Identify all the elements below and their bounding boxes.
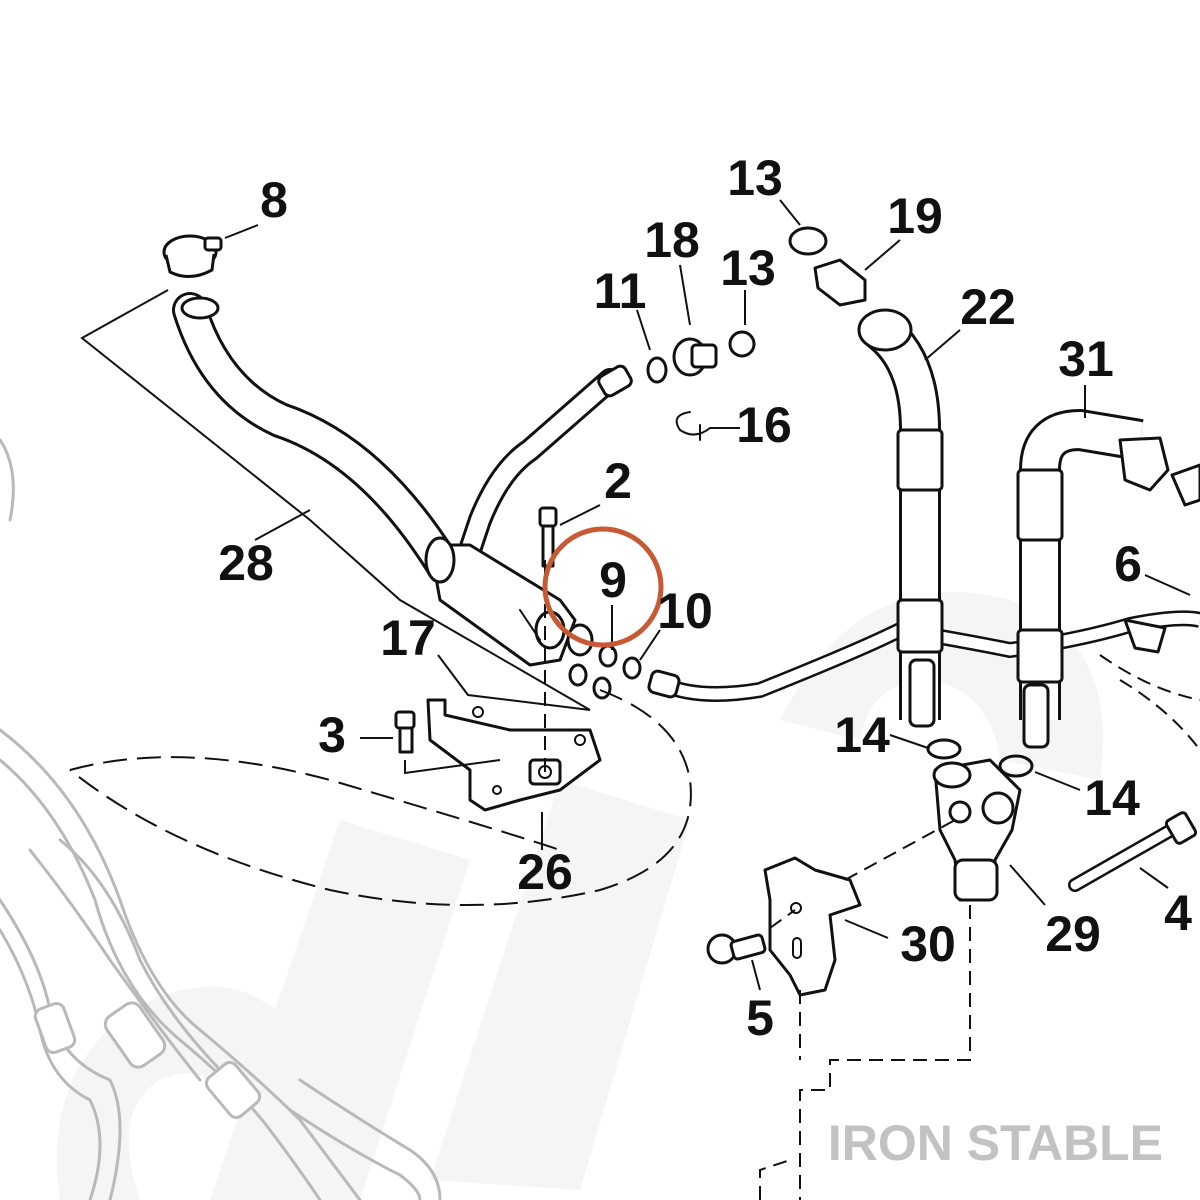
callout-17: 17 <box>380 610 436 666</box>
center-lines <box>544 560 971 1200</box>
callout-28: 28 <box>218 535 274 591</box>
clip-16 <box>675 411 711 441</box>
callout-labels: 8 13 19 18 13 11 22 31 16 2 28 9 10 6 17… <box>218 150 1192 1046</box>
hose-28 <box>172 292 538 628</box>
manifold-block <box>424 536 594 667</box>
callout-8: 8 <box>260 172 288 228</box>
bracket-26 <box>426 698 602 812</box>
callout-14-left: 14 <box>834 707 890 763</box>
bracket-30 <box>763 856 862 997</box>
callout-22: 22 <box>960 279 1016 335</box>
hose-22 <box>857 308 944 728</box>
bolt-3 <box>394 710 501 775</box>
callout-16: 16 <box>736 397 792 453</box>
assembly-dashed-outline <box>69 689 692 906</box>
block-29 <box>932 758 1022 902</box>
background-frame <box>0 438 442 1200</box>
hose-31 <box>1016 408 1200 749</box>
fitting-19 <box>788 226 867 307</box>
callout-11: 11 <box>594 263 647 319</box>
callout-31: 31 <box>1058 331 1114 387</box>
callout-18: 18 <box>644 212 700 268</box>
callout-6: 6 <box>1114 536 1142 592</box>
callout-4: 4 <box>1164 885 1192 941</box>
callout-5: 5 <box>746 990 774 1046</box>
callout-26: 26 <box>517 844 573 900</box>
o-ring-14-left <box>926 738 962 760</box>
bracket-6 <box>1099 618 1200 751</box>
highlight-circle <box>542 526 664 648</box>
callout-19: 19 <box>887 188 943 244</box>
callout-3: 3 <box>318 707 346 763</box>
callout-29: 29 <box>1045 906 1101 962</box>
callout-14-right: 14 <box>1084 770 1140 826</box>
watermark-brand: IRON STABLE <box>828 1115 1163 1171</box>
clamp-8 <box>162 234 223 278</box>
bolt-4 <box>1068 811 1198 892</box>
hose-upper <box>458 364 633 562</box>
callout-9: 9 <box>599 552 627 608</box>
callout-10: 10 <box>657 583 713 639</box>
fitting-18 <box>646 330 756 384</box>
callout-13-mid: 13 <box>720 240 776 296</box>
bolt-5 <box>706 933 767 965</box>
callout-2: 2 <box>604 453 632 509</box>
leader-lines <box>80 199 1191 991</box>
o-ring-14-right <box>998 754 1034 778</box>
callout-30: 30 <box>900 916 956 972</box>
callout-13-top: 13 <box>727 150 783 206</box>
